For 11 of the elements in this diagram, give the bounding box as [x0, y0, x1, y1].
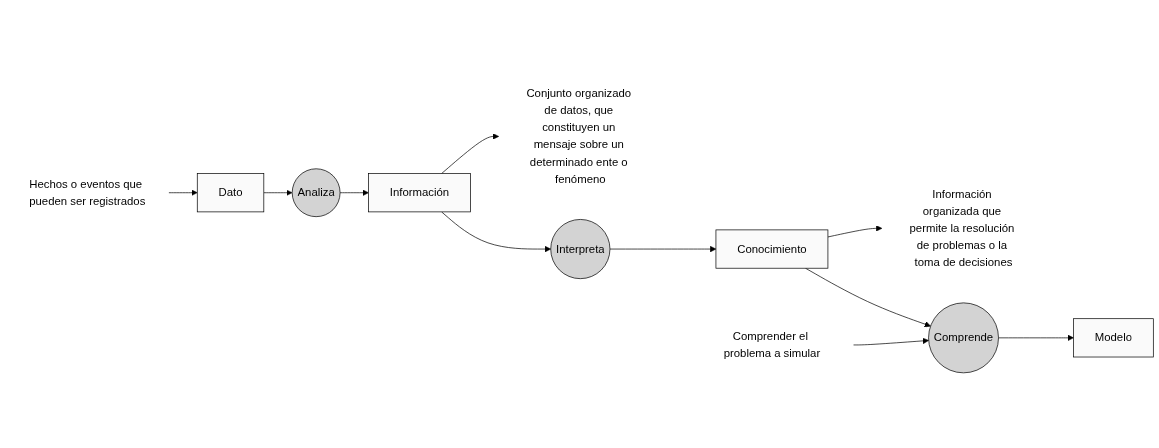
node-text: Hechos o eventos que pueden ser registrados [29, 178, 146, 208]
node-circle: Analiza [291, 168, 341, 218]
node-text: Información organizada que permite la resolución de problemas o la toma de decisiones [909, 188, 1015, 269]
node-box: Dato [196, 173, 265, 213]
node-text: Conjunto organizado de datos, que constituyen un mensaje sobre un determinado ente o fenómeno [526, 87, 632, 185]
node-text: Comprender el problema a simular [723, 330, 821, 360]
node-circle: Comprende [928, 302, 999, 374]
node-box: Información [368, 173, 471, 213]
node-box: Modelo [1073, 318, 1154, 358]
node-box: Conocimiento [715, 229, 829, 269]
node-circle: Interpreta [550, 219, 611, 280]
